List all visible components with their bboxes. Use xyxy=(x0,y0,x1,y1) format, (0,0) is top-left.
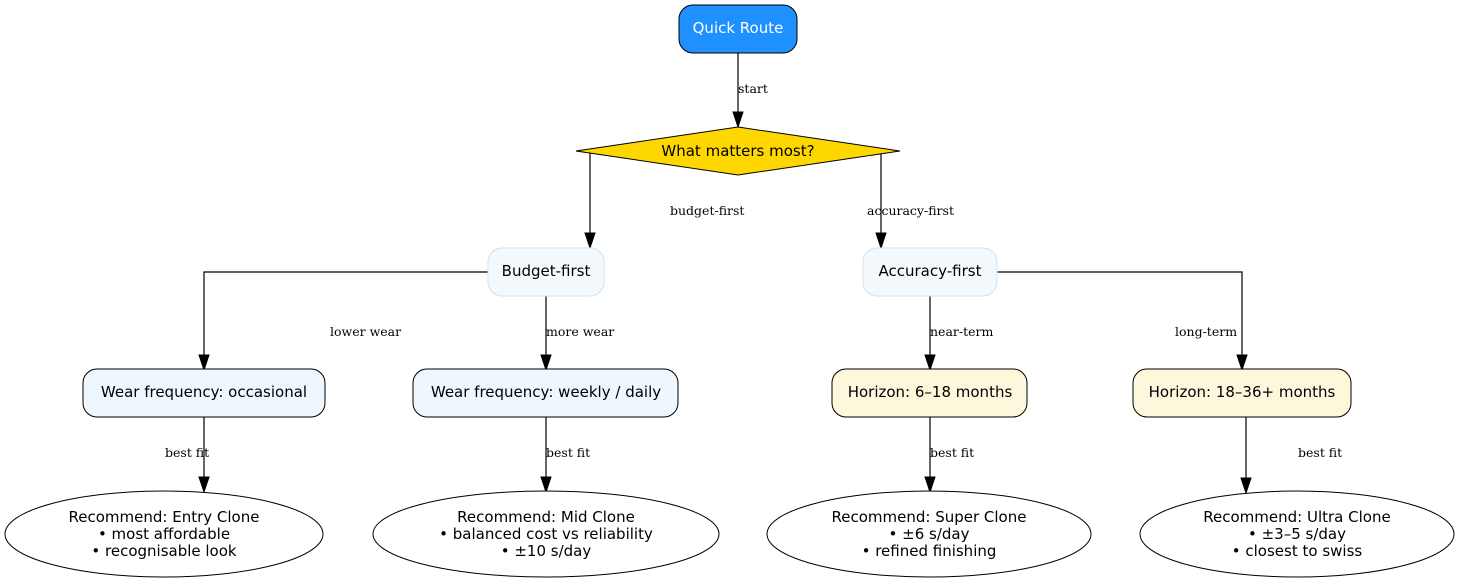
node-occasional-box xyxy=(82,368,326,418)
node-ultra-line: Recommend: Ultra Clone xyxy=(1203,508,1390,526)
edge-label-long-term: long-term xyxy=(1175,324,1237,339)
node-long-label: Horizon: 18–36+ months xyxy=(1149,383,1336,401)
arrowhead xyxy=(924,354,936,372)
node-decision-diamond xyxy=(575,126,901,176)
node-accuracy-box xyxy=(862,247,998,297)
node-entry-ellipse xyxy=(4,490,324,578)
edge-label-budget-first: budget-first xyxy=(670,203,744,218)
node-ultra-ellipse xyxy=(1139,490,1455,578)
node-decision-label: What matters most? xyxy=(661,142,814,160)
node-super: Recommend: Super Clone • ±6 s/day • refi… xyxy=(766,490,1092,578)
node-ultra: Recommend: Ultra Clone • ±3–5 s/day • cl… xyxy=(1139,490,1455,578)
node-weekly-box xyxy=(412,368,679,418)
edge-budget-occasional xyxy=(203,271,488,356)
arrowhead xyxy=(540,476,552,494)
node-start: Quick Route xyxy=(678,4,798,54)
node-mid-line: Recommend: Mid Clone xyxy=(457,508,635,526)
arrowhead xyxy=(732,111,744,129)
node-start-label: Quick Route xyxy=(693,19,784,37)
arrowhead xyxy=(540,354,552,372)
edge-labels: start budget-first accuracy-first lower … xyxy=(165,81,1342,460)
node-ultra-line: • closest to swiss xyxy=(1232,542,1363,560)
edge-accuracy-long xyxy=(997,271,1243,356)
node-weekly-label: Wear frequency: weekly / daily xyxy=(431,383,661,401)
arrowhead xyxy=(924,476,936,494)
edge-label-best-fit: best fit xyxy=(1298,445,1342,460)
node-long: Horizon: 18–36+ months xyxy=(1132,368,1352,418)
edge-label-more-wear: more wear xyxy=(546,324,614,339)
node-entry-line: • most affordable xyxy=(98,525,230,543)
edge-label-best-fit: best fit xyxy=(930,445,974,460)
node-super-ellipse xyxy=(766,490,1092,578)
edge-label-best-fit: best fit xyxy=(165,445,209,460)
edge-label-lower-wear: lower wear xyxy=(330,324,401,339)
node-super-line: • ±6 s/day xyxy=(889,525,970,543)
node-weekly: Wear frequency: weekly / daily xyxy=(412,368,679,418)
arrowhead xyxy=(198,354,210,372)
node-occasional-label: Wear frequency: occasional xyxy=(101,383,307,401)
edge-label-accuracy-first: accuracy-first xyxy=(867,203,954,218)
node-near-box xyxy=(831,368,1028,418)
node-long-box xyxy=(1132,368,1352,418)
node-mid: Recommend: Mid Clone • balanced cost vs … xyxy=(372,490,720,578)
node-budget-label: Budget-first xyxy=(502,262,591,280)
node-start-box xyxy=(678,4,798,54)
edges xyxy=(198,53,1252,495)
arrowhead xyxy=(1240,477,1252,495)
node-entry: Recommend: Entry Clone • most affordable… xyxy=(4,490,324,578)
arrowhead xyxy=(198,476,210,494)
node-super-line: Recommend: Super Clone xyxy=(832,508,1027,526)
node-accuracy: Accuracy-first xyxy=(862,247,998,297)
node-entry-line: Recommend: Entry Clone xyxy=(69,508,260,526)
node-mid-ellipse xyxy=(372,490,720,578)
node-budget-box xyxy=(487,247,605,297)
node-decision: What matters most? xyxy=(575,126,901,176)
arrowhead xyxy=(1236,354,1248,372)
arrowhead xyxy=(875,232,887,250)
edge-label-near-term: near-term xyxy=(930,324,993,339)
node-near: Horizon: 6–18 months xyxy=(831,368,1028,418)
edge-label-start: start xyxy=(738,81,768,96)
node-super-line: • refined finishing xyxy=(862,542,997,560)
edge-label-best-fit: best fit xyxy=(546,445,590,460)
node-mid-line: • balanced cost vs reliability xyxy=(439,525,653,543)
node-near-label: Horizon: 6–18 months xyxy=(848,383,1013,401)
node-ultra-line: • ±3–5 s/day xyxy=(1248,525,1346,543)
node-occasional: Wear frequency: occasional xyxy=(82,368,326,418)
arrowhead xyxy=(584,232,596,250)
node-budget: Budget-first xyxy=(487,247,605,297)
node-mid-line: • ±10 s/day xyxy=(501,542,592,560)
node-entry-line: • recognisable look xyxy=(91,542,237,560)
node-accuracy-label: Accuracy-first xyxy=(879,262,982,280)
